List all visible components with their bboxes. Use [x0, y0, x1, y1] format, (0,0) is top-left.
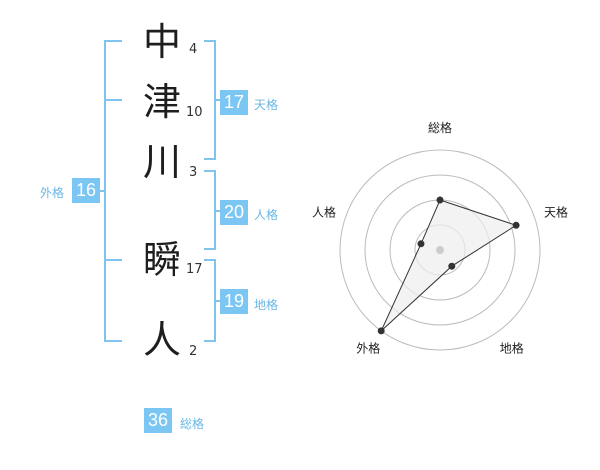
stroke-count-4: 17 [186, 262, 203, 277]
stroke-count-1: 4 [189, 42, 198, 57]
stroke-count-3: 3 [189, 165, 198, 180]
gaikaku-connector [98, 190, 106, 192]
name-char-5: 人 [142, 318, 181, 362]
radar-point-5 [417, 240, 425, 248]
radar-center-dot [436, 246, 444, 254]
tenkaku-badge: 17 [220, 90, 248, 115]
soukaku-label: 総格 [180, 417, 205, 431]
chikaku-connector [214, 300, 222, 302]
radar-axis-label-4: 外格 [356, 341, 380, 356]
radar-axis-label-3: 地格 [500, 341, 524, 356]
name-char-3: 川 [142, 140, 181, 184]
jinkaku-connector [214, 210, 222, 212]
gaikaku-label: 外格 [40, 186, 65, 200]
radar-point-4 [377, 327, 385, 335]
radar-point-2 [512, 221, 520, 229]
radar-grid-ring [364, 174, 516, 326]
radar-axis-label-2: 天格 [544, 204, 568, 219]
stroke-count-5: 2 [189, 344, 198, 359]
gaikaku-badge: 16 [72, 178, 100, 203]
jinkaku-label: 人格 [254, 208, 279, 222]
tenkaku-connector [214, 99, 222, 101]
jinkaku-badge: 20 [220, 200, 248, 225]
gaikaku-bracket-tick-lower [104, 259, 122, 261]
name-char-2: 津 [142, 80, 181, 124]
soukaku-badge: 36 [144, 408, 172, 433]
name-char-1: 中 [142, 20, 181, 64]
gaikaku-bracket-tick [104, 99, 122, 101]
radar-point-3 [448, 262, 456, 270]
name-char-4: 瞬 [142, 238, 181, 282]
chikaku-label: 地格 [254, 298, 279, 312]
radar-grid-ring [339, 149, 541, 351]
radar-axis-label-5: 人格 [312, 204, 336, 219]
radar-axis-label-1: 総格 [428, 120, 452, 135]
chikaku-badge: 19 [220, 289, 248, 314]
stroke-count-2: 10 [186, 105, 203, 120]
radar-point-1 [436, 196, 444, 204]
tenkaku-label: 天格 [254, 98, 279, 112]
